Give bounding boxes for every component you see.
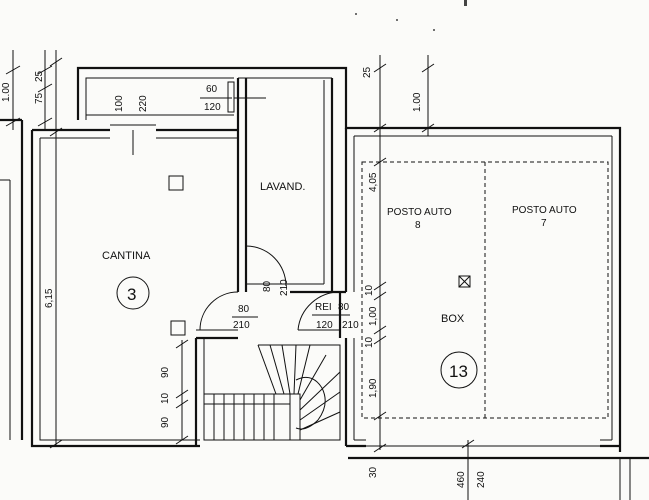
lower-walls	[348, 456, 649, 500]
dim-top-1-00: 1.00	[412, 92, 423, 112]
dim-door-210-a: 210	[279, 279, 290, 296]
dim-opening-100: 100	[114, 95, 125, 112]
dim-top-25: 25	[362, 66, 373, 78]
dim-stair-90-a: 90	[160, 366, 171, 378]
dim-stair-90-b: 90	[160, 416, 171, 428]
dim-height-1-00: 1,00	[368, 306, 379, 326]
box-walls	[346, 135, 620, 448]
dim-height-4-05: 4,05	[368, 172, 379, 192]
cantina-label: CANTINA	[102, 250, 151, 262]
stair-dimension-chain: 90 10 90	[160, 339, 189, 445]
dim-rei-80: 80	[338, 302, 350, 313]
stairs	[203, 344, 341, 441]
box-unit-circle	[440, 351, 478, 389]
posto-auto-7-number: 7	[541, 218, 547, 229]
dim-opening-60: 60	[206, 84, 218, 95]
lavanderia-door: 80 210	[245, 245, 290, 296]
box-unit-number: 13	[449, 362, 468, 381]
cantina-unit-circle	[116, 276, 150, 310]
dim-height-6-15: 6,15	[44, 288, 55, 308]
dim-door-80-a: 80	[262, 280, 273, 292]
dim-height-1-90: 1,90	[368, 378, 379, 398]
bottom-dimension: 460 240	[456, 439, 487, 500]
box-label: BOX	[441, 313, 465, 325]
lavanderia-label: LAVAND.	[260, 181, 305, 193]
cantina-vent-symbol	[168, 175, 184, 191]
dim-bottom-240: 240	[476, 471, 487, 488]
box-dimension-chain: 25 4,05 10 1,00 10 1,90 30	[362, 55, 387, 478]
top-window: 60 120	[200, 81, 266, 113]
cantina-drain-symbol	[170, 320, 186, 336]
parking-spaces	[361, 161, 609, 419]
dim-bottom-460: 460	[456, 471, 467, 488]
dim-left-75: 75	[34, 92, 45, 104]
posto-auto-7-label: POSTO AUTO	[512, 205, 577, 216]
top-right-dimension: 1.00	[412, 55, 435, 136]
cantina-unit-number: 3	[127, 285, 136, 304]
dim-door-210-b: 210	[233, 320, 250, 331]
cantina-door: 80 210	[199, 291, 258, 331]
dim-opening-220: 220	[138, 95, 149, 112]
dim-opening-120-top: 120	[204, 102, 221, 113]
posto-auto-8-number: 8	[415, 220, 421, 231]
dim-height-10-b: 10	[364, 336, 375, 348]
rei-label: REI	[315, 302, 332, 313]
dim-door-80-b: 80	[238, 304, 250, 315]
dim-stair-10: 10	[160, 392, 171, 404]
cantina-walls	[30, 66, 622, 452]
left-neighbour-wall	[0, 118, 24, 440]
dim-left-25: 25	[34, 70, 45, 82]
dim-height-10-a: 10	[364, 284, 375, 296]
box-vent-symbol	[458, 275, 471, 288]
dim-bottom-30: 30	[368, 466, 379, 478]
posto-auto-8-label: POSTO AUTO	[387, 207, 452, 218]
rei-door: REI 80 120 210	[297, 128, 359, 446]
dim-door-120: 120	[316, 320, 333, 331]
dim-door-210-c: 210	[342, 320, 359, 331]
dim-left-1-00: 1.00	[1, 82, 12, 102]
lavanderia-walls	[238, 77, 346, 294]
cantina-top-opening: 100 220	[110, 95, 156, 155]
scan-marks	[355, 0, 467, 31]
